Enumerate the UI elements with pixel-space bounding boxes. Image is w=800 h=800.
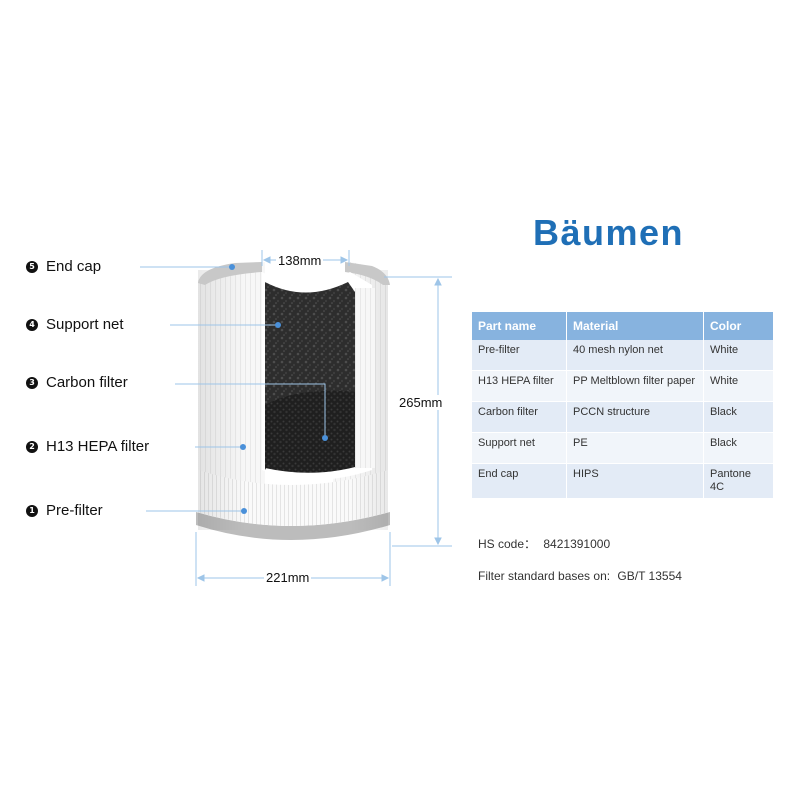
filter-standard-value: GB/T 13554	[617, 569, 682, 583]
top-end-cap	[198, 262, 262, 285]
table-row: Support net PE Black	[472, 432, 774, 464]
cell-material: PCCN structure	[566, 401, 704, 433]
hs-code-value: 8421391000	[543, 537, 611, 551]
table-row: Pre-filter 40 mesh nylon net White	[472, 340, 774, 371]
table-row: H13 HEPA filter PP Meltblown filter pape…	[472, 370, 774, 402]
callout-lines	[140, 266, 326, 512]
hs-code-line: HS code： 8421391000	[478, 535, 610, 552]
filter-standard-line: Filter standard bases on: GB/T 13554	[478, 569, 682, 583]
table-row: Carbon filter PCCN structure Black	[472, 401, 774, 433]
cell-color: Pantone 4C	[703, 463, 774, 499]
cell-color: Black	[703, 401, 774, 433]
callout-hepa-filter: 2 H13 HEPA filter	[26, 438, 149, 455]
callout-number: 4	[26, 318, 38, 331]
column-header-material: Material	[566, 312, 704, 340]
cell-material: 40 mesh nylon net	[566, 340, 704, 371]
callout-support-net: 4 Support net	[26, 316, 124, 333]
dimension-outer-diameter: 221mm	[264, 570, 312, 585]
callout-label: H13 HEPA filter	[46, 438, 150, 455]
callout-label: Carbon filter	[46, 374, 128, 391]
cell-part-name: Support net	[472, 432, 567, 464]
cell-part-name: End cap	[472, 463, 567, 499]
callout-number: 2	[26, 440, 38, 453]
table-header-row: Part name Material Color	[472, 312, 774, 340]
callout-number: 3	[26, 376, 38, 389]
callout-number: 1	[26, 504, 38, 517]
spec-table: Part name Material Color Pre-filter 40 m…	[472, 312, 774, 499]
callout-label: Support net	[46, 316, 124, 333]
callout-carbon-filter: 3 Carbon filter	[26, 374, 128, 391]
cell-color: White	[703, 370, 774, 402]
callout-pre-filter: 1 Pre-filter	[26, 502, 103, 519]
cell-material: HIPS	[566, 463, 704, 499]
cell-part-name: Pre-filter	[472, 340, 567, 371]
callout-end-cap: 5 End cap	[26, 258, 101, 275]
cell-color: Black	[703, 432, 774, 464]
cell-material: PE	[566, 432, 704, 464]
cell-material: PP Meltblown filter paper	[566, 370, 704, 402]
callout-label: Pre-filter	[46, 502, 103, 519]
cell-part-name: H13 HEPA filter	[472, 370, 567, 402]
dimension-height: 265mm	[397, 395, 445, 410]
column-header-part-name: Part name	[472, 312, 567, 340]
brand-logo: Bäumen	[533, 212, 685, 253]
callout-number: 5	[26, 260, 38, 273]
dimension-inner-diameter: 138mm	[276, 253, 324, 268]
carbon-filter-layer	[265, 390, 372, 473]
callout-label: End cap	[46, 258, 102, 275]
filter-standard-label: Filter standard bases on:	[478, 569, 611, 583]
cell-part-name: Carbon filter	[472, 401, 567, 433]
hs-code-label: HS code：	[478, 537, 537, 551]
table-row: End cap HIPS Pantone 4C	[472, 463, 774, 499]
cell-color: White	[703, 340, 774, 371]
callout-dots	[229, 264, 328, 514]
column-header-color: Color	[703, 312, 774, 340]
